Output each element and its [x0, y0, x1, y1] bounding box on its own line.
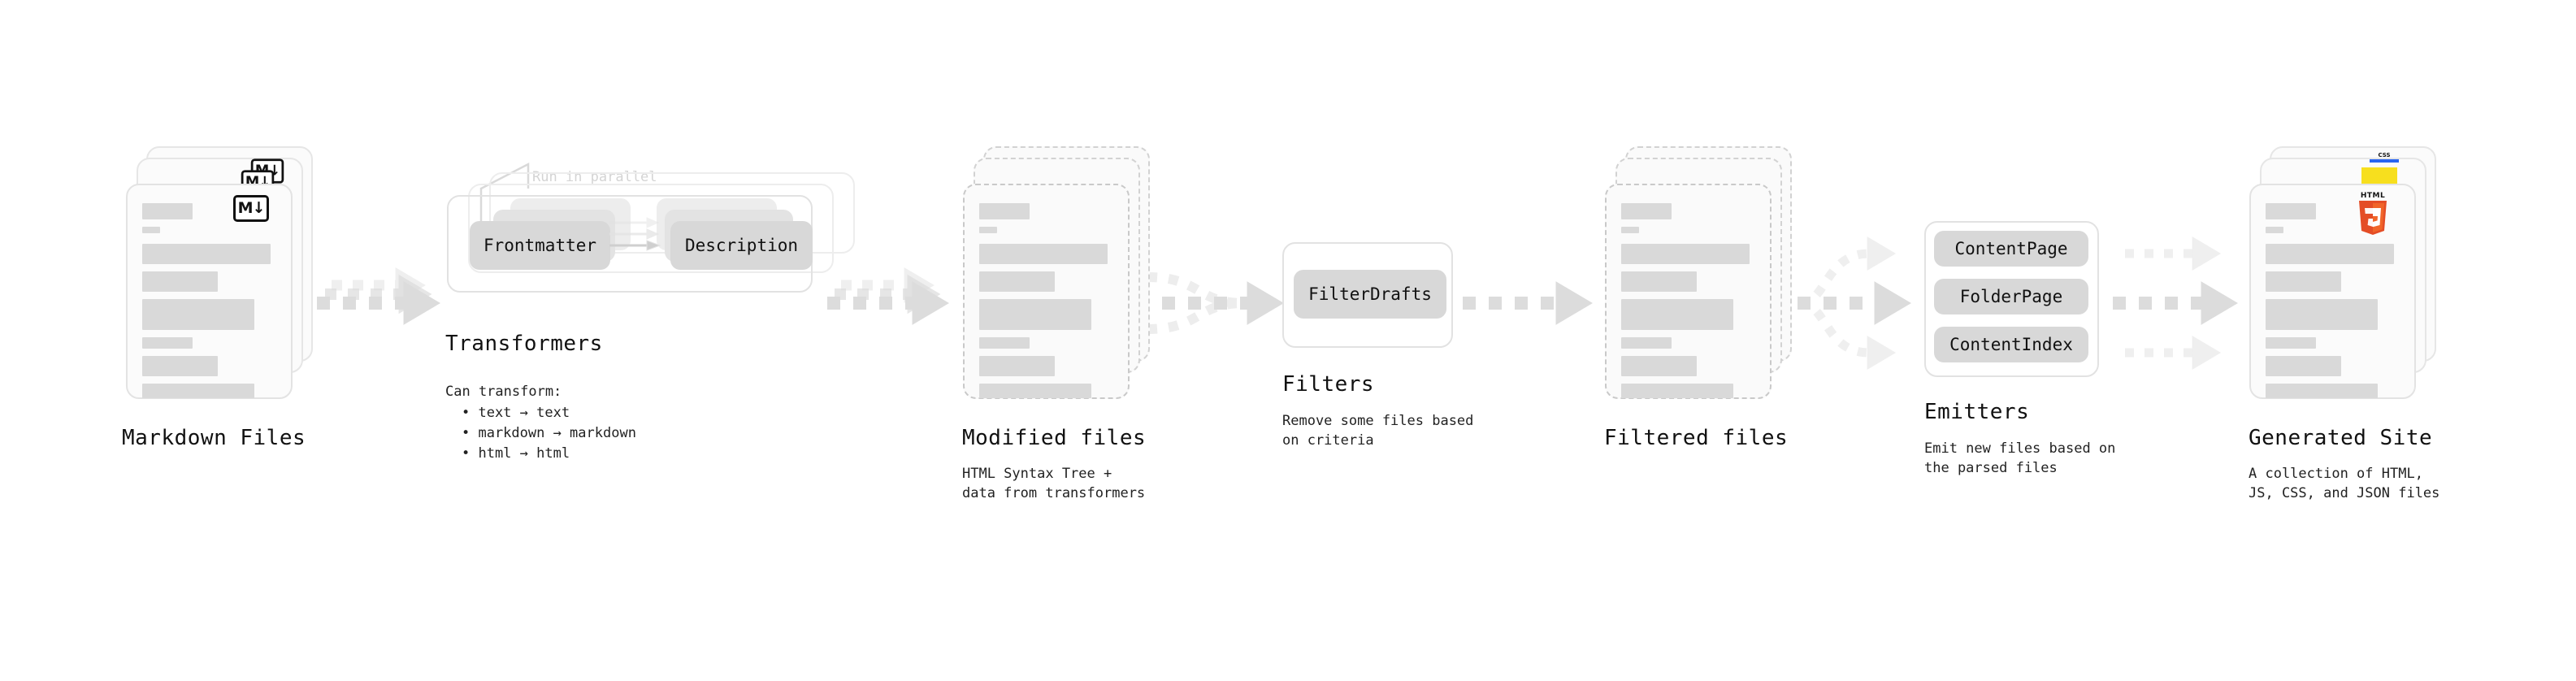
file-content-placeholder: [1621, 203, 1755, 398]
emitter-pill-folderpage[interactable]: FolderPage: [1934, 279, 2088, 314]
file-content-placeholder: [142, 203, 276, 398]
html5-badge: HTML: [2355, 192, 2391, 236]
caption-modified-files: Modified files: [962, 426, 1147, 450]
emitter-pill-contentindex[interactable]: ContentIndex: [1934, 327, 2088, 362]
filters-subcaption-1: on criteria: [1282, 432, 1374, 449]
filtered-file-card: [1605, 184, 1772, 399]
caption-generated-site: Generated Site: [2249, 426, 2433, 450]
modified-files-subcaption-0: HTML Syntax Tree +: [962, 466, 1112, 482]
emitters-subcaption-1: the parsed files: [1924, 460, 2058, 476]
emitter-pill-contentpage[interactable]: ContentPage: [1934, 231, 2088, 267]
transformers-group-ghost-1: [468, 184, 834, 273]
file-content-placeholder: [979, 203, 1113, 398]
css-badge-underline: [2370, 159, 2399, 163]
transformers-bullet-0: • text → text: [462, 405, 570, 421]
filters-subcaption-0: Remove some files based: [1282, 413, 1474, 429]
markdown-badge: M↓: [233, 195, 269, 222]
markdown-file-card: M↓: [126, 184, 293, 399]
caption-emitters: Emitters: [1924, 400, 2030, 424]
emitters-subcaption-0: Emit new files based on: [1924, 440, 2116, 457]
caption-filters: Filters: [1282, 372, 1375, 397]
transformer-pill-description[interactable]: Description: [670, 221, 813, 270]
html5-shield-icon: [2359, 201, 2387, 235]
modified-file-card: [963, 184, 1130, 399]
css-badge-label: CSS: [2378, 152, 2391, 158]
emitters-group-box: [1924, 221, 2099, 377]
filter-pill-filterdrafts[interactable]: FilterDrafts: [1294, 270, 1446, 319]
generated-file-card: HTML: [2249, 184, 2416, 399]
generated-site-subcaption-1: JS, CSS, and JSON files: [2249, 485, 2440, 501]
js-badge: [2361, 167, 2397, 184]
file-content-placeholder: [2266, 203, 2400, 398]
transformers-subcaption-title: Can transform:: [445, 384, 562, 400]
transformers-bullet-1: • markdown → markdown: [462, 425, 636, 441]
html5-badge-label: HTML: [2360, 192, 2386, 200]
caption-transformers: Transformers: [445, 332, 603, 356]
filters-group-box: [1282, 242, 1453, 348]
modified-files-subcaption-1: data from transformers: [962, 485, 1146, 501]
transformers-bullet-2: • html → html: [462, 445, 570, 462]
caption-filtered-files: Filtered files: [1604, 426, 1789, 450]
generated-site-subcaption-0: A collection of HTML,: [2249, 466, 2423, 482]
caption-markdown-files: Markdown Files: [122, 426, 306, 450]
transformer-pill-frontmatter[interactable]: Frontmatter: [470, 221, 610, 270]
css-badge: CSS: [2370, 153, 2399, 164]
